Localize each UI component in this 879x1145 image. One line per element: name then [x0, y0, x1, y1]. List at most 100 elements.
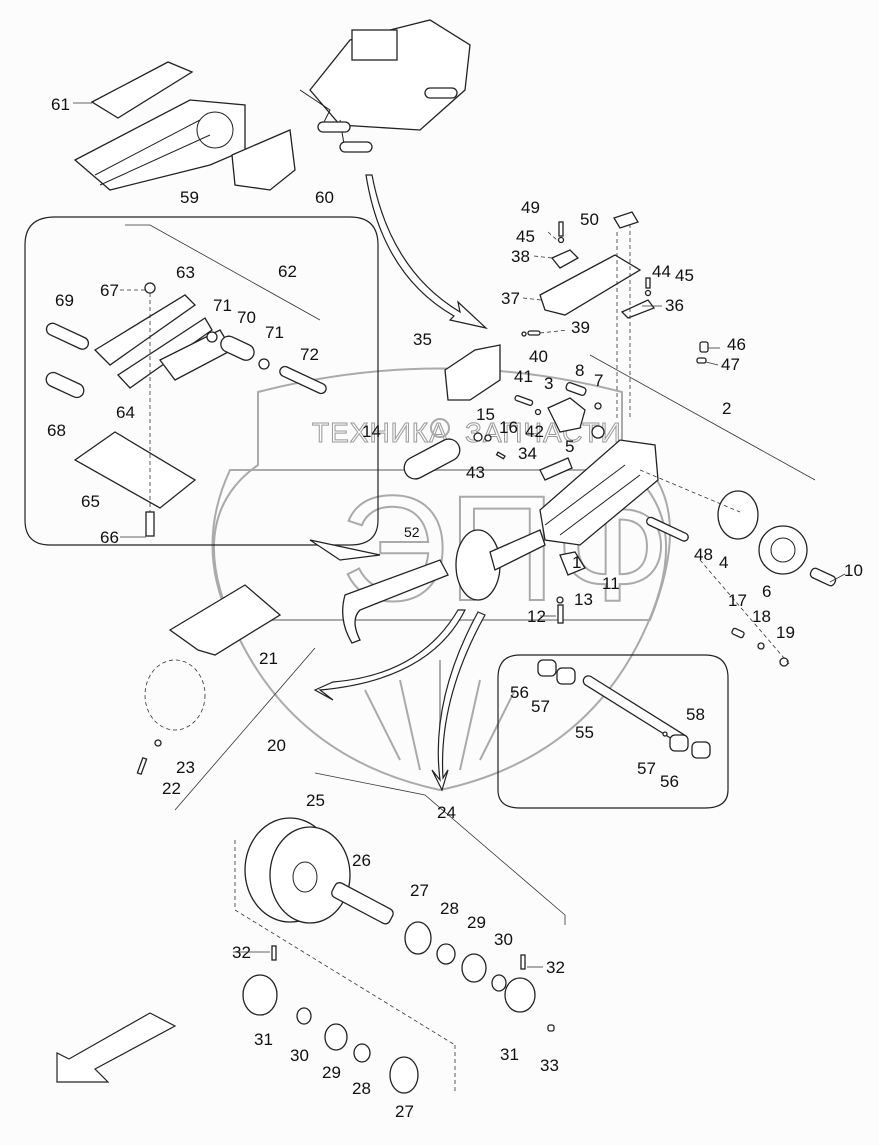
callout-22: 22	[162, 779, 181, 798]
direction-arrow-icon	[56, 1012, 177, 1083]
part-37-cover-plate	[539, 254, 642, 316]
callout-70: 70	[237, 308, 256, 327]
callout-58: 58	[686, 705, 705, 724]
callout-19: 19	[776, 623, 795, 642]
callout-29a: 29	[467, 913, 486, 932]
callout-16: 16	[499, 418, 518, 437]
part-15-fitting	[473, 432, 483, 442]
part-28-nut-b	[353, 1043, 371, 1063]
part-28-nut-a	[436, 943, 456, 965]
callout-6: 6	[762, 582, 771, 601]
part-29-seal-a	[461, 953, 487, 983]
callout-45a: 45	[516, 227, 535, 246]
watermark-ring	[211, 469, 671, 621]
part-52-track-chain	[342, 559, 449, 644]
callout-42: 42	[525, 422, 544, 441]
callout-11: 11	[602, 574, 620, 593]
callout-31b: 31	[254, 1030, 273, 1049]
callout-29b: 29	[322, 1063, 341, 1082]
part-45-washer-a	[557, 236, 565, 244]
machine-cab	[351, 29, 398, 61]
part-22-bolt	[136, 756, 148, 776]
callout-4: 4	[719, 553, 728, 572]
part-71-washer-b	[258, 358, 270, 370]
inset-box-track	[24, 216, 379, 546]
cover-plates-group	[539, 211, 656, 420]
part-1-tension-rod	[559, 551, 586, 576]
idler-exploded-group	[234, 772, 566, 1094]
part-5-o-ring	[591, 425, 605, 439]
part-3-valve	[547, 397, 586, 433]
part-8-bolt	[565, 382, 587, 396]
part-6-sprocket	[758, 525, 808, 575]
callout-32b: 32	[232, 943, 251, 962]
callout-labels: 1 2 3 4 5 6 7 8 10 11 12 13 14 15 16 17 …	[47, 95, 863, 1121]
part-16-fitting	[484, 434, 492, 442]
track-chain-inset	[24, 216, 379, 546]
part-56-bushing-b	[691, 741, 711, 759]
callout-41: 41	[514, 367, 533, 386]
callout-56b: 56	[660, 772, 679, 791]
callout-3: 3	[544, 374, 553, 393]
callout-5: 5	[565, 437, 574, 456]
part-31-cap-b	[242, 974, 278, 1016]
leader-lines	[73, 102, 846, 968]
part-56-bushing-a	[537, 659, 557, 677]
callout-63: 63	[176, 263, 195, 282]
part-67-nut	[144, 282, 156, 294]
tensioner-group	[403, 330, 605, 481]
part-41-bolt	[514, 394, 534, 406]
part-44-bolt	[645, 277, 651, 289]
callout-35: 35	[413, 330, 432, 349]
callout-46: 46	[727, 335, 746, 354]
watermark-text-left: ТЕХНИКА	[312, 417, 449, 448]
callout-21: 21	[259, 649, 278, 668]
callout-17: 17	[728, 591, 747, 610]
callout-57a: 57	[531, 697, 550, 716]
part-72-pin	[279, 365, 327, 395]
part-70-bushing	[220, 335, 255, 361]
watermark-gear-icon	[430, 418, 450, 438]
callout-49: 49	[521, 198, 540, 217]
part-66-bolt	[145, 511, 155, 537]
flow-arrow-left	[313, 609, 466, 701]
callout-27a: 27	[410, 881, 429, 900]
callout-56a: 56	[510, 683, 529, 702]
callout-30b: 30	[290, 1046, 309, 1065]
callout-71b: 71	[265, 323, 284, 342]
callout-14: 14	[362, 422, 381, 441]
part-13-washer	[556, 596, 564, 604]
part-27-bearing-a	[404, 921, 432, 955]
part-14-cylinder	[403, 438, 461, 480]
machine-track-mid	[339, 141, 373, 153]
callout-34: 34	[518, 444, 537, 463]
support-roller-group	[136, 584, 316, 811]
roller-outline	[144, 659, 206, 731]
callout-31a: 31	[500, 1045, 519, 1064]
callout-39: 39	[571, 318, 590, 337]
part-46-screw	[699, 341, 709, 353]
callout-1: 1	[572, 553, 581, 572]
part-39-bolt	[527, 330, 541, 336]
callout-26: 26	[352, 851, 371, 870]
callout-44: 44	[652, 262, 671, 281]
idler-wheel-group	[309, 529, 564, 792]
callout-69: 69	[55, 291, 74, 310]
callout-40: 40	[529, 347, 548, 366]
callout-20: 20	[267, 736, 286, 755]
callout-60: 60	[315, 188, 334, 207]
callout-8: 8	[575, 361, 584, 380]
part-40-washer	[521, 331, 527, 337]
part-31-cap-a	[504, 977, 536, 1013]
callout-59: 59	[180, 188, 199, 207]
callout-47: 47	[721, 355, 740, 374]
part-47-plug	[696, 357, 707, 364]
callout-64: 64	[116, 403, 135, 422]
callout-71a: 71	[213, 296, 232, 315]
callout-27b: 27	[395, 1102, 414, 1121]
callout-66: 66	[100, 528, 119, 547]
inset-box-pin	[497, 654, 729, 809]
callout-2: 2	[722, 399, 731, 418]
part-64-chain-link	[117, 317, 213, 389]
